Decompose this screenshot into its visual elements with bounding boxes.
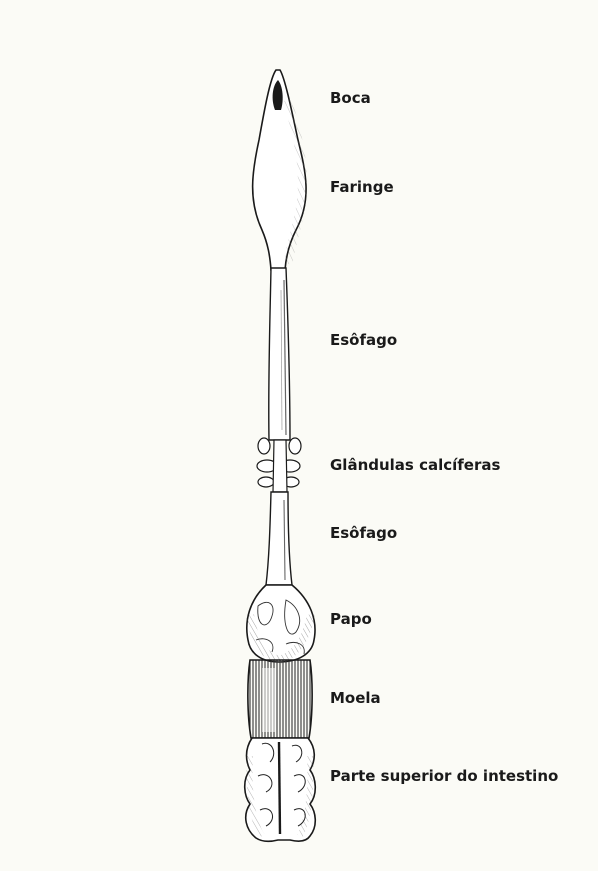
label-esofago-upper: Esôfago — [330, 331, 397, 349]
label-moela: Moela — [330, 689, 381, 707]
label-glandulas-calciferas: Glândulas calcíferas — [330, 456, 500, 474]
label-papo: Papo — [330, 610, 372, 628]
upper-intestine — [245, 738, 316, 841]
gizzard — [248, 660, 312, 738]
label-parte-superior-do-intestino: Parte superior do intestino — [330, 767, 558, 785]
label-faringe: Faringe — [330, 178, 394, 196]
esophagus-upper — [269, 268, 290, 440]
label-esofago-lower: Esôfago — [330, 524, 397, 542]
crop — [247, 585, 315, 662]
esophagus-lower — [266, 492, 292, 585]
mouth-and-pharynx — [253, 70, 306, 270]
label-boca: Boca — [330, 89, 371, 107]
calciferous-glands — [257, 438, 301, 492]
